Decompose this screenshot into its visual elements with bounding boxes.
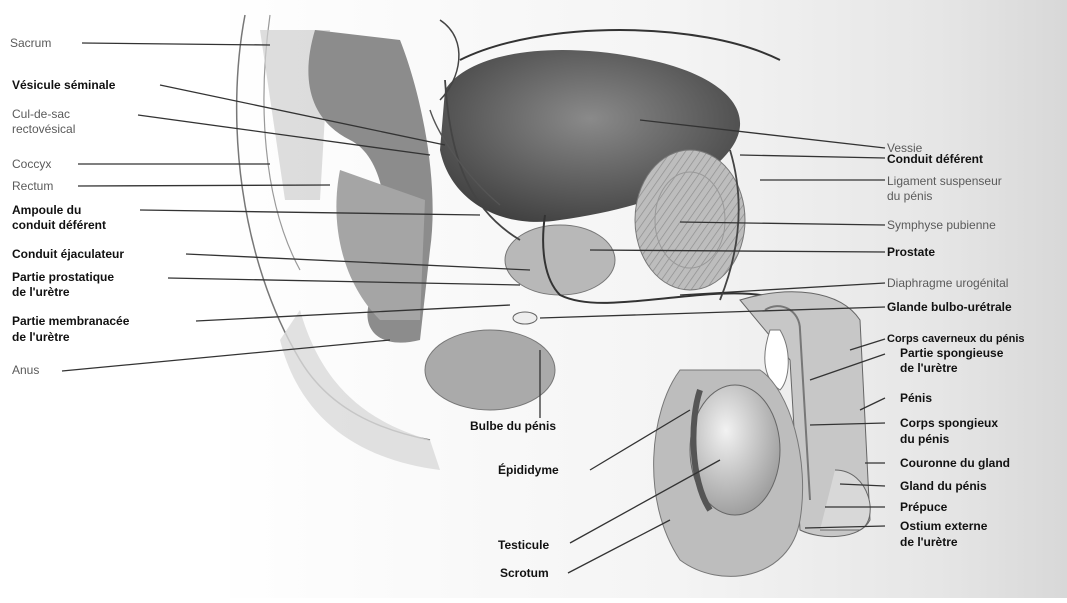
label-membranous-urethra-2: de l'urètre	[12, 330, 70, 344]
label-prepuce: Prépuce	[900, 500, 947, 514]
label-corpus-spongiosum-2: du pénis	[900, 432, 949, 446]
label-rectovesical-pouch-1: Cul-de-sac	[12, 107, 70, 121]
label-penile-bulb: Bulbe du pénis	[470, 419, 556, 433]
label-membranous-urethra-1: Partie membranacée	[12, 314, 129, 328]
label-suspensory-ligament-2: du pénis	[887, 189, 932, 203]
label-prostatic-urethra-2: de l'urètre	[12, 285, 70, 299]
pubic-symphysis	[635, 150, 745, 290]
label-spongy-urethra-1: Partie spongieuse	[900, 346, 1003, 360]
label-spongy-urethra-2: de l'urètre	[900, 361, 958, 375]
label-rectovesical-pouch-2: rectovésical	[12, 122, 75, 136]
label-prostate: Prostate	[887, 245, 935, 259]
label-ampulla-2: conduit déférent	[12, 218, 106, 232]
label-prostatic-urethra-1: Partie prostatique	[12, 270, 114, 284]
label-ampulla-1: Ampoule du	[12, 203, 81, 217]
label-coccyx: Coccyx	[12, 157, 51, 171]
label-urogenital-diaphragm: Diaphragme urogénital	[887, 276, 1008, 290]
label-corpus-spongiosum-1: Corps spongieux	[900, 416, 998, 430]
label-seminal-vesicle: Vésicule séminale	[12, 78, 115, 92]
label-glans-penis: Gland du pénis	[900, 479, 987, 493]
label-corona-glandis: Couronne du gland	[900, 456, 1010, 470]
label-testicle: Testicule	[498, 538, 549, 552]
label-bulbourethral-gland: Glande bulbo-urétrale	[887, 300, 1012, 314]
label-penis: Pénis	[900, 391, 932, 405]
label-rectum: Rectum	[12, 179, 53, 193]
label-external-urethral-orifice-2: de l'urètre	[900, 535, 958, 549]
label-suspensory-ligament-1: Ligament suspenseur	[887, 174, 1002, 188]
label-epididymis: Épididyme	[498, 463, 559, 477]
label-anus: Anus	[12, 363, 39, 377]
prostate-shape	[505, 225, 615, 295]
label-vas-deferens: Conduit déférent	[887, 152, 983, 166]
penile-bulb-shape	[425, 330, 555, 410]
label-corpus-cavernosum: Corps caverneux du pénis	[887, 332, 1025, 346]
label-pubic-symphysis: Symphyse pubienne	[887, 218, 996, 232]
bulbourethral-gland-shape	[513, 312, 537, 324]
label-sacrum: Sacrum	[10, 36, 51, 50]
label-external-urethral-orifice-1: Ostium externe	[900, 519, 987, 533]
label-ejaculatory-duct: Conduit éjaculateur	[12, 247, 124, 261]
label-scrotum: Scrotum	[500, 566, 549, 580]
